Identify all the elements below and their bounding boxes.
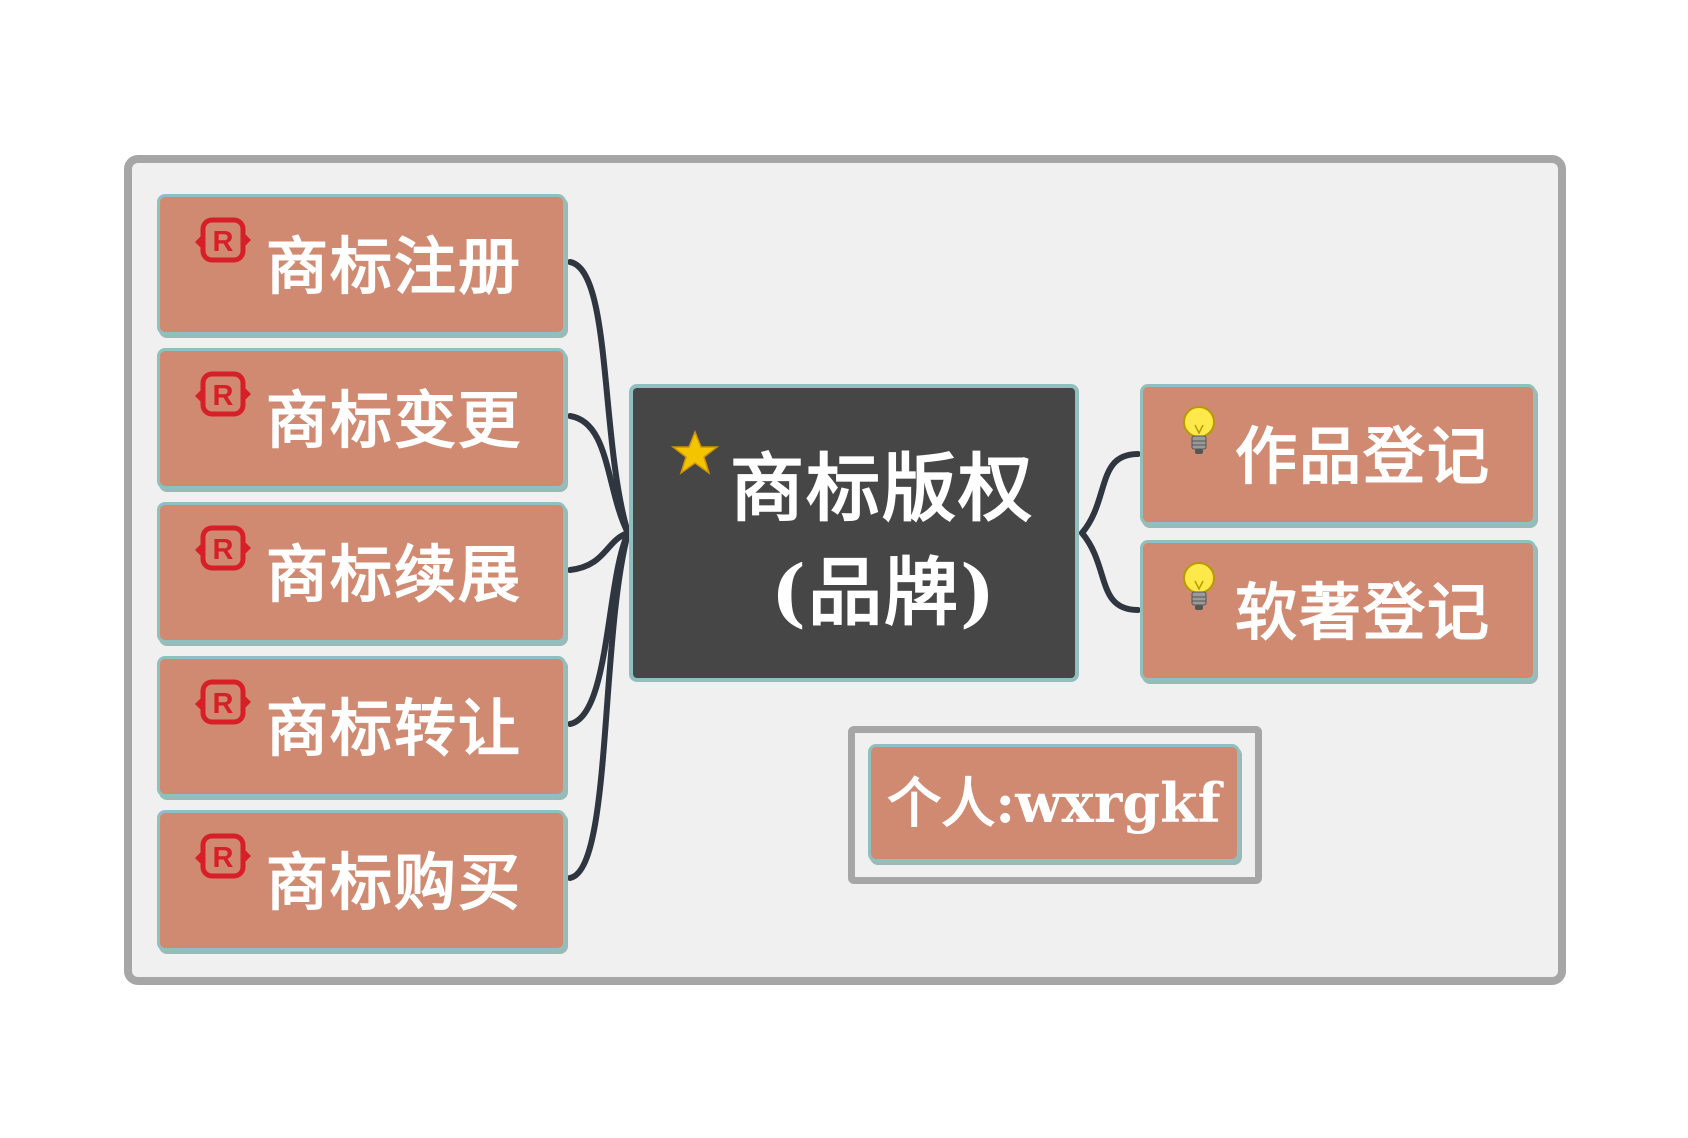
branch-label: 商标转让 — [266, 692, 523, 765]
branch-label: 商标续展 — [266, 538, 523, 611]
root-title: 商标版权 — [730, 446, 1034, 532]
branch-node-trademark-change[interactable]: R 商标变更 — [157, 348, 566, 489]
star-icon — [671, 430, 719, 475]
branch-node-work-registration[interactable]: 作品登记 — [1140, 384, 1536, 525]
branch-node-software-copyright[interactable]: 软著登记 — [1140, 540, 1536, 681]
branch-label: 商标购买 — [266, 846, 523, 919]
registered-trademark-icon: R — [195, 833, 251, 879]
svg-text:R: R — [213, 380, 234, 412]
registered-trademark-icon: R — [195, 217, 251, 263]
branch-node-trademark-registration[interactable]: R 商标注册 — [157, 194, 566, 335]
lightbulb-icon — [1183, 406, 1215, 454]
svg-text:R: R — [213, 534, 234, 566]
registered-trademark-icon: R — [195, 371, 251, 417]
svg-text:R: R — [213, 688, 234, 720]
branch-node-trademark-transfer[interactable]: R 商标转让 — [157, 656, 566, 797]
root-node[interactable]: 商标版权 (品牌) — [629, 384, 1079, 682]
branch-node-trademark-purchase[interactable]: R 商标购买 — [157, 810, 566, 951]
branch-label: 商标注册 — [266, 230, 523, 303]
branch-label: 作品登记 — [1235, 420, 1492, 493]
lightbulb-icon — [1183, 562, 1215, 610]
credit-label: 个人:wxrgkf — [887, 771, 1221, 835]
credit-node[interactable]: 个人:wxrgkf — [868, 744, 1240, 862]
branch-label: 软著登记 — [1235, 576, 1492, 649]
branch-node-trademark-renewal[interactable]: R 商标续展 — [157, 502, 566, 643]
svg-text:R: R — [213, 842, 234, 874]
registered-trademark-icon: R — [195, 679, 251, 725]
svg-text:R: R — [213, 226, 234, 258]
branch-label: 商标变更 — [266, 384, 523, 457]
root-subtitle: (品牌) — [771, 550, 998, 636]
registered-trademark-icon: R — [195, 525, 251, 571]
